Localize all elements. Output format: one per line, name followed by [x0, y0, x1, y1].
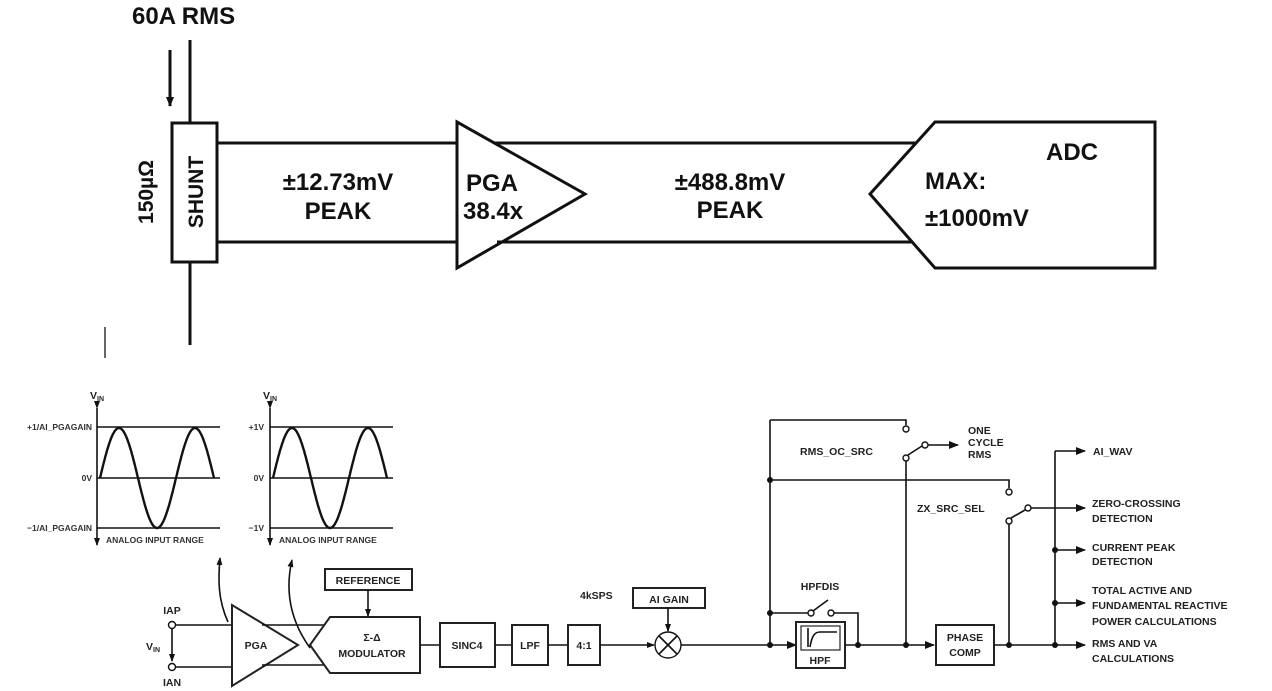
adc-max-label: MAX:: [925, 168, 986, 195]
hpfdis-label: HPFDIS: [801, 581, 840, 593]
shunt-value: 150µΩ: [135, 160, 158, 224]
junction-dot: [1052, 600, 1058, 606]
phase-comp-box: [935, 624, 995, 666]
hpfdis-contact: [807, 609, 815, 617]
zero-crossing-label-1: ZERO-CROSSING: [1092, 498, 1181, 510]
graph-axis-label: VIN: [263, 390, 277, 403]
modulator-to-graph-pointer: [287, 559, 311, 649]
top-signal-path: 60A RMS SHUNT 150µΩ ±12.73mV PEAK PGA 38…: [104, 3, 1157, 358]
zx-contact: [1005, 488, 1013, 496]
rms-oc-contact: [921, 441, 929, 449]
sample-rate-label: 4kSPS: [580, 590, 613, 602]
zx-switch: [1010, 509, 1026, 519]
pga-triangle: [455, 119, 589, 271]
sinc4-label: SINC4: [452, 640, 483, 652]
hpf-label: HPF: [810, 655, 832, 667]
ian-label: IAN: [163, 677, 181, 689]
output-peak: PEAK: [697, 197, 764, 224]
rms-va-label-2: CALCULATIONS: [1092, 653, 1174, 665]
input-peak: PEAK: [305, 198, 372, 225]
ai-gain-label: AI GAIN: [649, 594, 689, 606]
rms-oc-contact: [902, 425, 910, 433]
sine-wave: [271, 426, 389, 530]
one-cycle-label-3: RMS: [968, 449, 991, 461]
modulator-block: [308, 616, 421, 674]
graph-top-label: +1/AI_PGAGAIN: [27, 422, 92, 432]
current-label: 60A RMS: [132, 3, 235, 30]
reference-label: REFERENCE: [336, 575, 401, 587]
zero-crossing-label-2: DETECTION: [1092, 513, 1153, 525]
pga-to-graph-pointer: [216, 557, 229, 623]
shunt-label: SHUNT: [185, 156, 208, 229]
adc-shape: [867, 120, 1157, 270]
phase-comp-label-1: PHASE: [947, 632, 983, 644]
shunt-box: [170, 121, 219, 264]
multiplier-cross: [658, 635, 678, 655]
graph-modulator-input: VIN +1V 0V −1V ANALOG INPUT RANGE: [249, 390, 393, 546]
one-cycle-label-1: ONE: [968, 425, 991, 437]
ai-wav-label: AI_WAV: [1093, 446, 1132, 458]
hpfdis-contact: [827, 609, 835, 617]
rms-va-label-1: RMS AND VA: [1092, 638, 1158, 650]
junction-dot: [1006, 642, 1012, 648]
hpf-box: [795, 621, 846, 669]
lpf-label: LPF: [520, 640, 540, 652]
modulator-label-2: MODULATOR: [338, 648, 406, 660]
one-cycle-label-2: CYCLE: [968, 437, 1004, 449]
power-label-1: TOTAL ACTIVE AND: [1092, 585, 1193, 597]
pga-label: PGA: [466, 170, 518, 197]
current-peak-label-1: CURRENT PEAK: [1092, 542, 1176, 554]
adc-max-value: ±1000mV: [925, 205, 1029, 232]
graph-mid-label: 0V: [254, 473, 265, 483]
hpfdis-switch: [812, 599, 829, 612]
decimation-label: 4:1: [576, 640, 591, 652]
zx-contact: [1005, 517, 1013, 525]
rms-oc-src-label: RMS_OC_SRC: [800, 446, 873, 458]
rms-oc-wire: [770, 419, 907, 425]
graph-pga-input: VIN +1/AI_PGAGAIN 0V −1/AI_PGAGAIN ANALO…: [27, 390, 220, 546]
iap-pin: [167, 620, 177, 630]
graph-bottom-label: −1/AI_PGAGAIN: [27, 523, 92, 533]
graph-top-label: +1V: [249, 422, 265, 432]
junction-dot: [767, 477, 773, 483]
hpf-response-icon: [807, 628, 837, 648]
sine-wave: [98, 426, 216, 530]
graph-caption: ANALOG INPUT RANGE: [279, 535, 377, 545]
input-voltage: ±12.73mV: [283, 169, 394, 196]
graph-axis-label: VIN: [90, 390, 104, 403]
junction-dot: [1052, 547, 1058, 553]
pga-block-label: PGA: [245, 640, 268, 652]
junction-dot: [855, 642, 861, 648]
sinc4-box: [439, 622, 496, 668]
junction-dot: [767, 642, 773, 648]
modulator-label-1: Σ-Δ: [363, 632, 381, 644]
zx-src-sel-label: ZX_SRC_SEL: [917, 503, 985, 515]
vin-label: VIN: [146, 641, 160, 654]
hpf-symbol-frame: [800, 625, 841, 651]
rms-oc-switch: [907, 445, 923, 456]
power-label-3: POWER CALCULATIONS: [1092, 616, 1217, 628]
graph-mid-label: 0V: [82, 473, 93, 483]
graph-caption: ANALOG INPUT RANGE: [106, 535, 204, 545]
junction-dot: [903, 642, 909, 648]
zx-wire: [770, 479, 1010, 488]
adc-label: ADC: [1046, 139, 1098, 166]
signal-chain: IAP IAN VIN PGA REFERENCE Σ-Δ MODULATOR …: [146, 419, 1228, 689]
junction-dot: [1052, 642, 1058, 648]
ian-pin: [167, 662, 177, 672]
pga-gain: 38.4x: [463, 198, 524, 225]
graph-bottom-label: −1V: [249, 523, 265, 533]
junction-dot: [767, 610, 773, 616]
phase-comp-label-2: COMP: [949, 647, 981, 659]
power-label-2: FUNDAMENTAL REACTIVE: [1092, 600, 1228, 612]
hpfdis-wire: [834, 612, 859, 645]
output-voltage: ±488.8mV: [675, 169, 786, 196]
iap-label: IAP: [163, 605, 181, 617]
current-peak-label-2: DETECTION: [1092, 556, 1153, 568]
zx-contact: [1024, 504, 1032, 512]
rms-oc-contact: [902, 454, 910, 462]
ai-gain-box: [632, 587, 706, 609]
